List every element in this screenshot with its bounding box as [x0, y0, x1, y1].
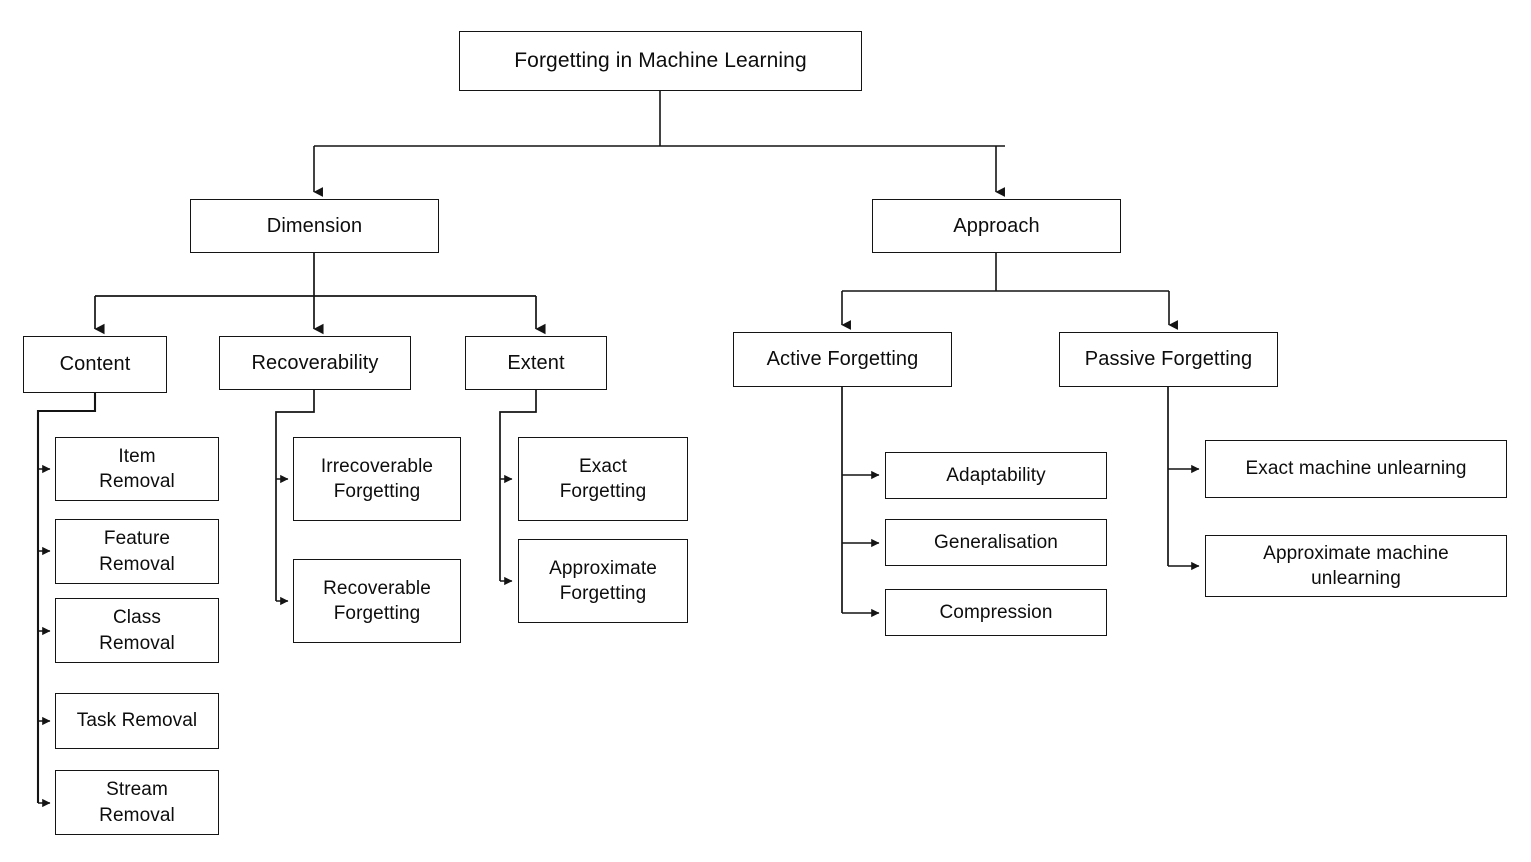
node-approach[interactable]: Approach [872, 199, 1121, 253]
node-approximate-forgetting[interactable]: Approximate Forgetting [518, 539, 688, 623]
node-passive-forgetting[interactable]: Passive Forgetting [1059, 332, 1278, 387]
node-content[interactable]: Content [23, 336, 167, 393]
edge-root-to-level2 [313, 91, 1005, 197]
edge-active-to-children [841, 387, 880, 618]
node-approximate-machine-unlearning[interactable]: Approximate machine unlearning [1205, 535, 1507, 597]
node-adaptability[interactable]: Adaptability [885, 452, 1107, 499]
node-exact-machine-unlearning[interactable]: Exact machine unlearning [1205, 440, 1507, 498]
edge-passive-to-children [1167, 387, 1200, 571]
node-active-forgetting[interactable]: Active Forgetting [733, 332, 952, 387]
edge-approach-to-children [841, 253, 1178, 330]
node-item-removal[interactable]: Item Removal [55, 437, 219, 501]
node-irrecoverable-forgetting[interactable]: Irrecoverable Forgetting [293, 437, 461, 521]
edge-dimension-to-children [94, 253, 546, 335]
node-task-removal[interactable]: Task Removal [55, 693, 219, 749]
edge-content-arrows [38, 464, 51, 808]
node-feature-removal[interactable]: Feature Removal [55, 519, 219, 584]
node-root[interactable]: Forgetting in Machine Learning [459, 31, 862, 91]
node-generalisation[interactable]: Generalisation [885, 519, 1107, 566]
node-class-removal[interactable]: Class Removal [55, 598, 219, 663]
node-extent[interactable]: Extent [465, 336, 607, 390]
node-recoverability[interactable]: Recoverability [219, 336, 411, 390]
node-exact-forgetting[interactable]: Exact Forgetting [518, 437, 688, 521]
node-compression[interactable]: Compression [885, 589, 1107, 636]
node-recoverable-forgetting[interactable]: Recoverable Forgetting [293, 559, 461, 643]
node-stream-removal[interactable]: Stream Removal [55, 770, 219, 835]
node-dimension[interactable]: Dimension [190, 199, 439, 253]
